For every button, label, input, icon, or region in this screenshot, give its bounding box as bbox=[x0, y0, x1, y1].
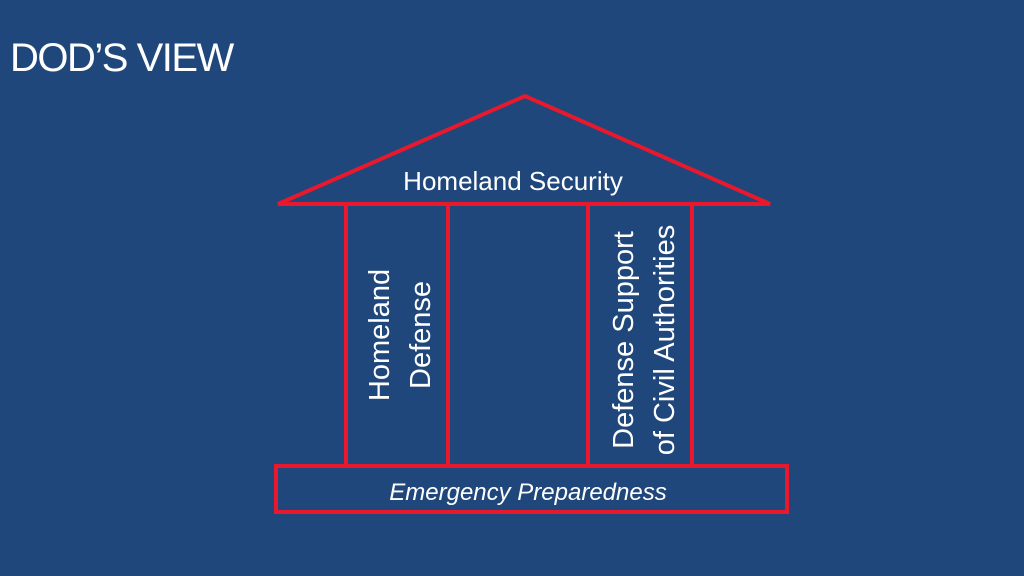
left-pillar-line1: Homeland bbox=[364, 269, 396, 401]
base-platform bbox=[274, 464, 789, 514]
base-label: Emergency Preparedness bbox=[389, 479, 666, 506]
right-pillar-line1: Defense Support bbox=[608, 231, 640, 449]
left-pillar-label: Homeland Defense bbox=[364, 269, 437, 401]
roof-triangle bbox=[277, 93, 771, 206]
right-pillar-line2: of Civil Authorities bbox=[649, 225, 681, 456]
left-pillar-line2: Defense bbox=[405, 281, 437, 389]
right-pillar-label: Defense Support of Civil Authorities bbox=[608, 225, 681, 456]
roof-label: Homeland Security bbox=[403, 166, 623, 196]
slide-title: DOD’S VIEW bbox=[10, 36, 234, 80]
